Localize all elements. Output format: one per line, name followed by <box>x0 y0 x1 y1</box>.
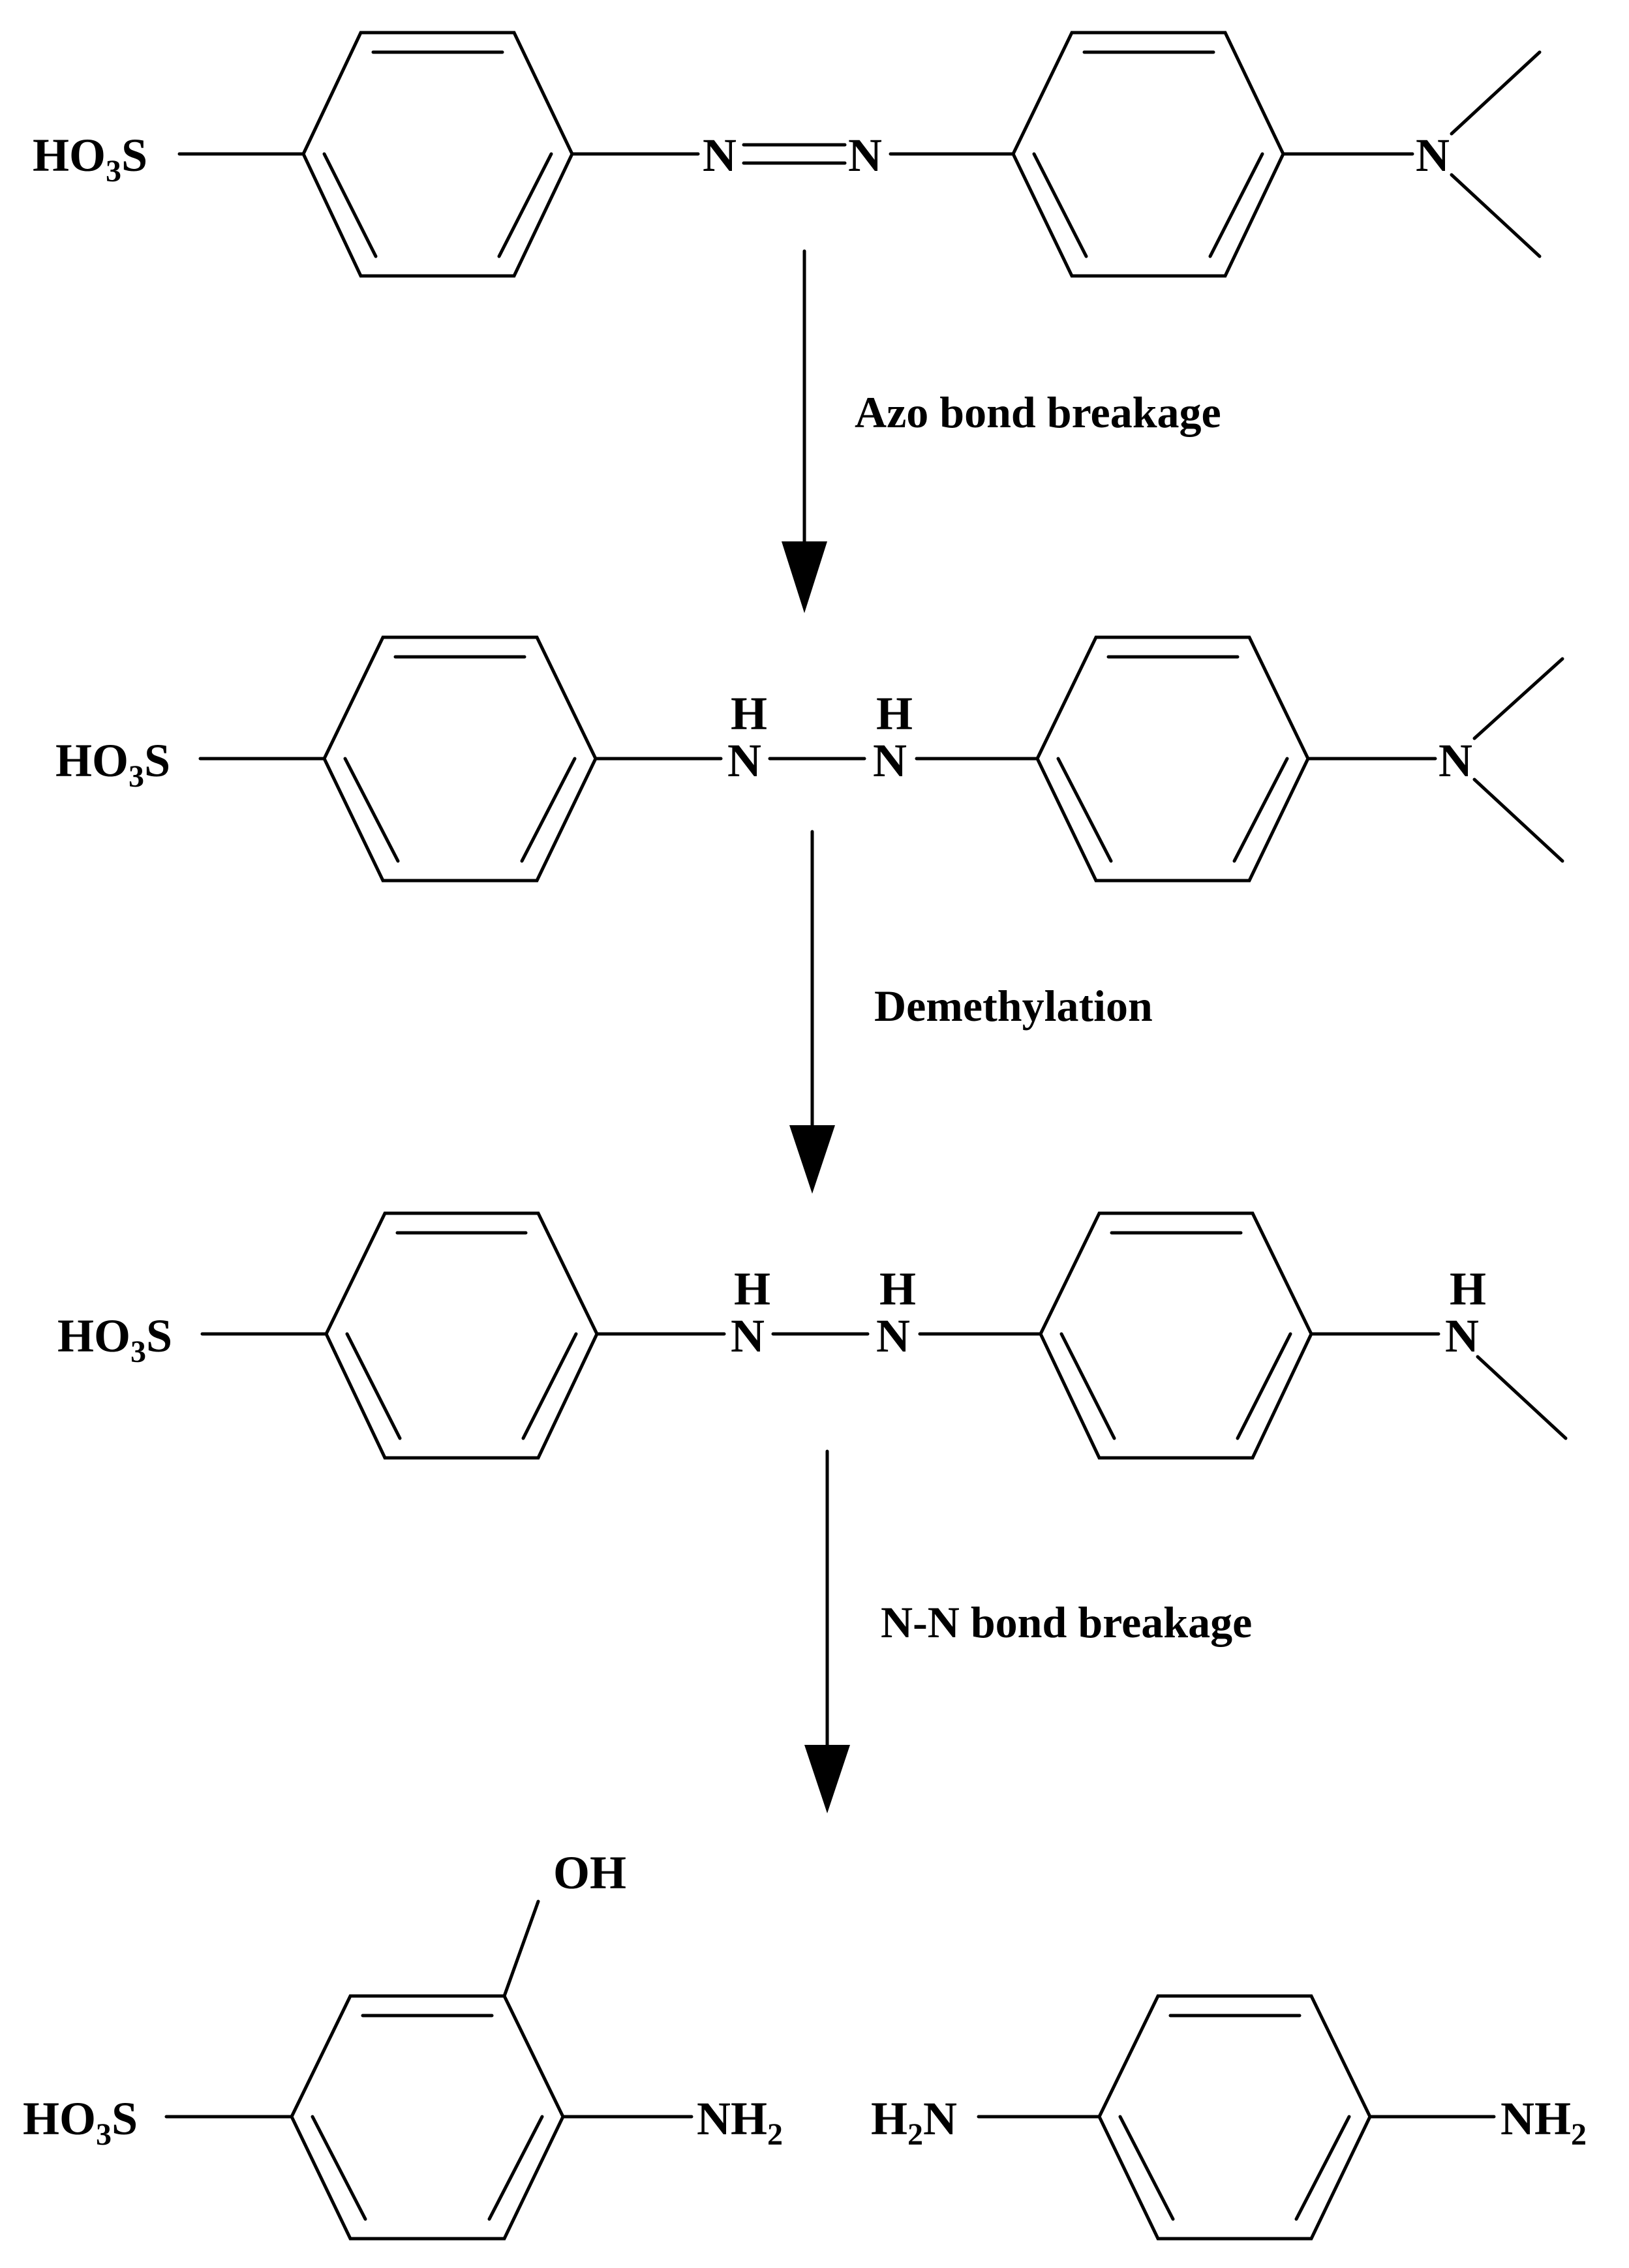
benzene-ring-right <box>1035 635 1310 883</box>
amino-label: NH2 <box>697 2093 783 2152</box>
step-label-nn-bond-breakage: N-N bond breakage <box>881 1597 1252 1647</box>
hydrazo-n-left: N <box>731 1310 765 1362</box>
hydroxyl-label: OH <box>553 1847 626 1899</box>
methylamino-n: N <box>1445 1310 1479 1362</box>
amino-label: H2N <box>871 2093 957 2152</box>
amino-label: NH2 <box>1500 2093 1587 2152</box>
hydrogen-label: H <box>731 688 767 740</box>
hydrazo-n-right: N <box>876 1310 910 1362</box>
molecule-methyl-orange: HO3S N N N <box>33 31 1542 278</box>
benzene-ring-right <box>1011 31 1285 278</box>
sulfonic-acid-label: HO3S <box>23 2093 138 2152</box>
molecule-demethylated-intermediate: HO3S H N H N H N <box>57 1211 1568 1460</box>
hydrogen-label: H <box>734 1263 770 1315</box>
benzene-ring-right <box>1039 1211 1313 1460</box>
product-aminohydroxy-sulfonic-acid: HO3S OH NH2 <box>23 1847 783 2241</box>
arrow-step-1 <box>782 249 827 613</box>
benzene-ring <box>1097 1994 1372 2241</box>
benzene-ring-left <box>322 635 598 883</box>
dimethylamino-n: N <box>1416 129 1450 181</box>
sulfonic-acid-label: HO3S <box>55 734 170 794</box>
dimethylamino-n: N <box>1439 734 1472 787</box>
benzene-ring <box>290 1994 565 2241</box>
benzene-ring-left <box>324 1211 599 1460</box>
arrow-step-3 <box>804 1449 850 1813</box>
product-phenylenediamine: H2N NH2 <box>871 1994 1587 2241</box>
hydrogen-label: H <box>879 1263 916 1315</box>
step-label-azo-bond-breakage: Azo bond breakage <box>855 387 1221 437</box>
hydrazo-n-right: N <box>873 734 907 787</box>
hydrazo-n-left: N <box>727 734 761 787</box>
azo-n-right: N <box>848 129 882 181</box>
sulfonic-acid-label: HO3S <box>33 129 147 189</box>
step-label-demethylation: Demethylation <box>874 981 1153 1031</box>
hydrogen-label: H <box>876 688 913 740</box>
arrow-step-2 <box>789 830 835 1194</box>
benzene-ring-left <box>301 31 574 278</box>
azo-n-left: N <box>703 129 737 181</box>
molecule-hydrazo-intermediate: HO3S H N H N N <box>55 635 1564 883</box>
sulfonic-acid-label: HO3S <box>57 1310 172 1369</box>
hydrogen-label: H <box>1450 1263 1486 1315</box>
